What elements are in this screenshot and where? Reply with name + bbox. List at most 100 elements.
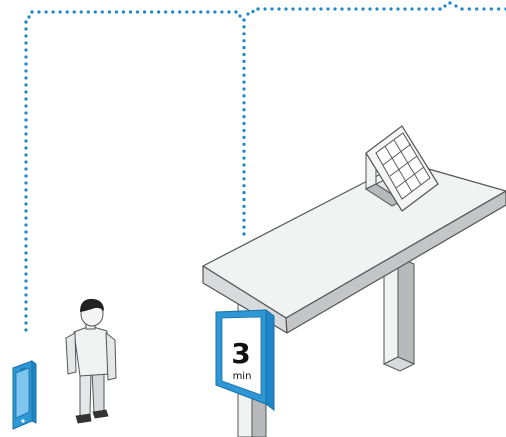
- connection-dot: [242, 163, 245, 166]
- connection-dot: [24, 293, 27, 296]
- connection-dot: [340, 7, 343, 10]
- connection-dot: [375, 7, 378, 10]
- connection-dot: [242, 136, 245, 139]
- connection-dot: [87, 10, 90, 13]
- connection-dot: [206, 10, 209, 13]
- connection-dot: [24, 62, 27, 65]
- connection-dot: [242, 39, 245, 42]
- connection-dot: [24, 314, 27, 317]
- connection-dot: [298, 7, 301, 10]
- connection-dot: [24, 20, 27, 23]
- connection-dot: [24, 69, 27, 72]
- connection-dot: [242, 81, 245, 84]
- connection-dot: [66, 10, 69, 13]
- connection-dot: [24, 132, 27, 135]
- connection-dot: [24, 34, 27, 37]
- connection-dot: [490, 7, 493, 10]
- connection-dot: [238, 14, 241, 17]
- connection-dot: [410, 7, 413, 10]
- shelter-roof: [203, 162, 506, 333]
- arrival-display-sign: 3 min: [216, 310, 274, 410]
- connection-dot: [396, 7, 399, 10]
- connection-dot: [24, 160, 27, 163]
- connection-dot: [143, 10, 146, 13]
- connection-dot: [24, 272, 27, 275]
- connection-dot: [326, 7, 329, 10]
- connection-dot: [424, 7, 427, 10]
- connection-dot: [242, 53, 245, 56]
- connection-dot: [242, 150, 245, 153]
- connection-dot: [242, 191, 245, 194]
- connection-dot: [242, 232, 245, 235]
- connection-dot: [24, 195, 27, 198]
- connection-dot: [185, 10, 188, 13]
- connection-dot: [256, 7, 259, 10]
- connection-dot: [157, 10, 160, 13]
- connection-dot: [24, 321, 27, 324]
- connection-dot: [305, 7, 308, 10]
- connection-dot: [443, 4, 446, 7]
- connection-dot: [431, 7, 434, 10]
- connection-dot: [263, 7, 266, 10]
- connection-dot: [468, 7, 471, 10]
- connection-dot: [284, 7, 287, 10]
- connection-dot: [108, 10, 111, 13]
- connection-dot: [242, 60, 245, 63]
- connection-dot: [227, 10, 230, 13]
- connection-dot: [242, 143, 245, 146]
- connection-dot: [251, 10, 254, 13]
- connection-dot: [242, 122, 245, 125]
- connection-dot: [242, 226, 245, 229]
- connection-dot: [24, 104, 27, 107]
- connection-dot: [312, 7, 315, 10]
- connection-dot: [213, 10, 216, 13]
- connection-dot: [319, 7, 322, 10]
- connection-dot: [24, 244, 27, 247]
- connection-dot: [24, 90, 27, 93]
- connection-dot: [242, 87, 245, 90]
- connection-dot: [242, 18, 245, 21]
- connection-dot: [291, 7, 294, 10]
- connection-dot: [122, 10, 125, 13]
- connection-dot: [475, 7, 478, 10]
- connection-dot: [242, 25, 245, 28]
- connection-dot: [361, 7, 364, 10]
- connection-dot: [136, 10, 139, 13]
- connection-dot: [242, 74, 245, 77]
- connection-dot: [242, 205, 245, 208]
- connection-dot: [242, 170, 245, 173]
- connection-dot: [24, 125, 27, 128]
- connection-dot: [129, 10, 132, 13]
- connection-dot: [24, 167, 27, 170]
- connection-dot: [497, 7, 500, 10]
- connection-dot: [178, 10, 181, 13]
- connection-dot: [242, 108, 245, 111]
- connection-dot: [382, 7, 385, 10]
- connection-dot: [80, 10, 83, 13]
- connection-dot: [24, 111, 27, 114]
- connection-dot: [59, 10, 62, 13]
- connection-dot: [24, 237, 27, 240]
- connection-dot: [150, 10, 153, 13]
- connection-dot: [24, 223, 27, 226]
- connection-dot: [24, 181, 27, 184]
- connection-dot: [30, 10, 33, 13]
- connection-dot: [37, 10, 40, 13]
- connection-dot: [24, 97, 27, 100]
- connection-dot: [24, 279, 27, 282]
- connection-dot: [24, 307, 27, 310]
- connection-dot: [242, 67, 245, 70]
- connection-dot: [368, 7, 371, 10]
- connection-dot: [242, 129, 245, 132]
- arrival-minutes-unit: min: [233, 371, 252, 382]
- connection-dot: [24, 216, 27, 219]
- connection-dot: [242, 157, 245, 160]
- connection-dot: [448, 1, 451, 4]
- connection-dot: [24, 209, 27, 212]
- connection-dot: [24, 27, 27, 30]
- connection-dot: [242, 212, 245, 215]
- arrival-minutes-value: 3: [231, 337, 250, 370]
- connection-dot: [24, 153, 27, 156]
- connection-dot: [27, 15, 30, 18]
- connection-dot: [171, 10, 174, 13]
